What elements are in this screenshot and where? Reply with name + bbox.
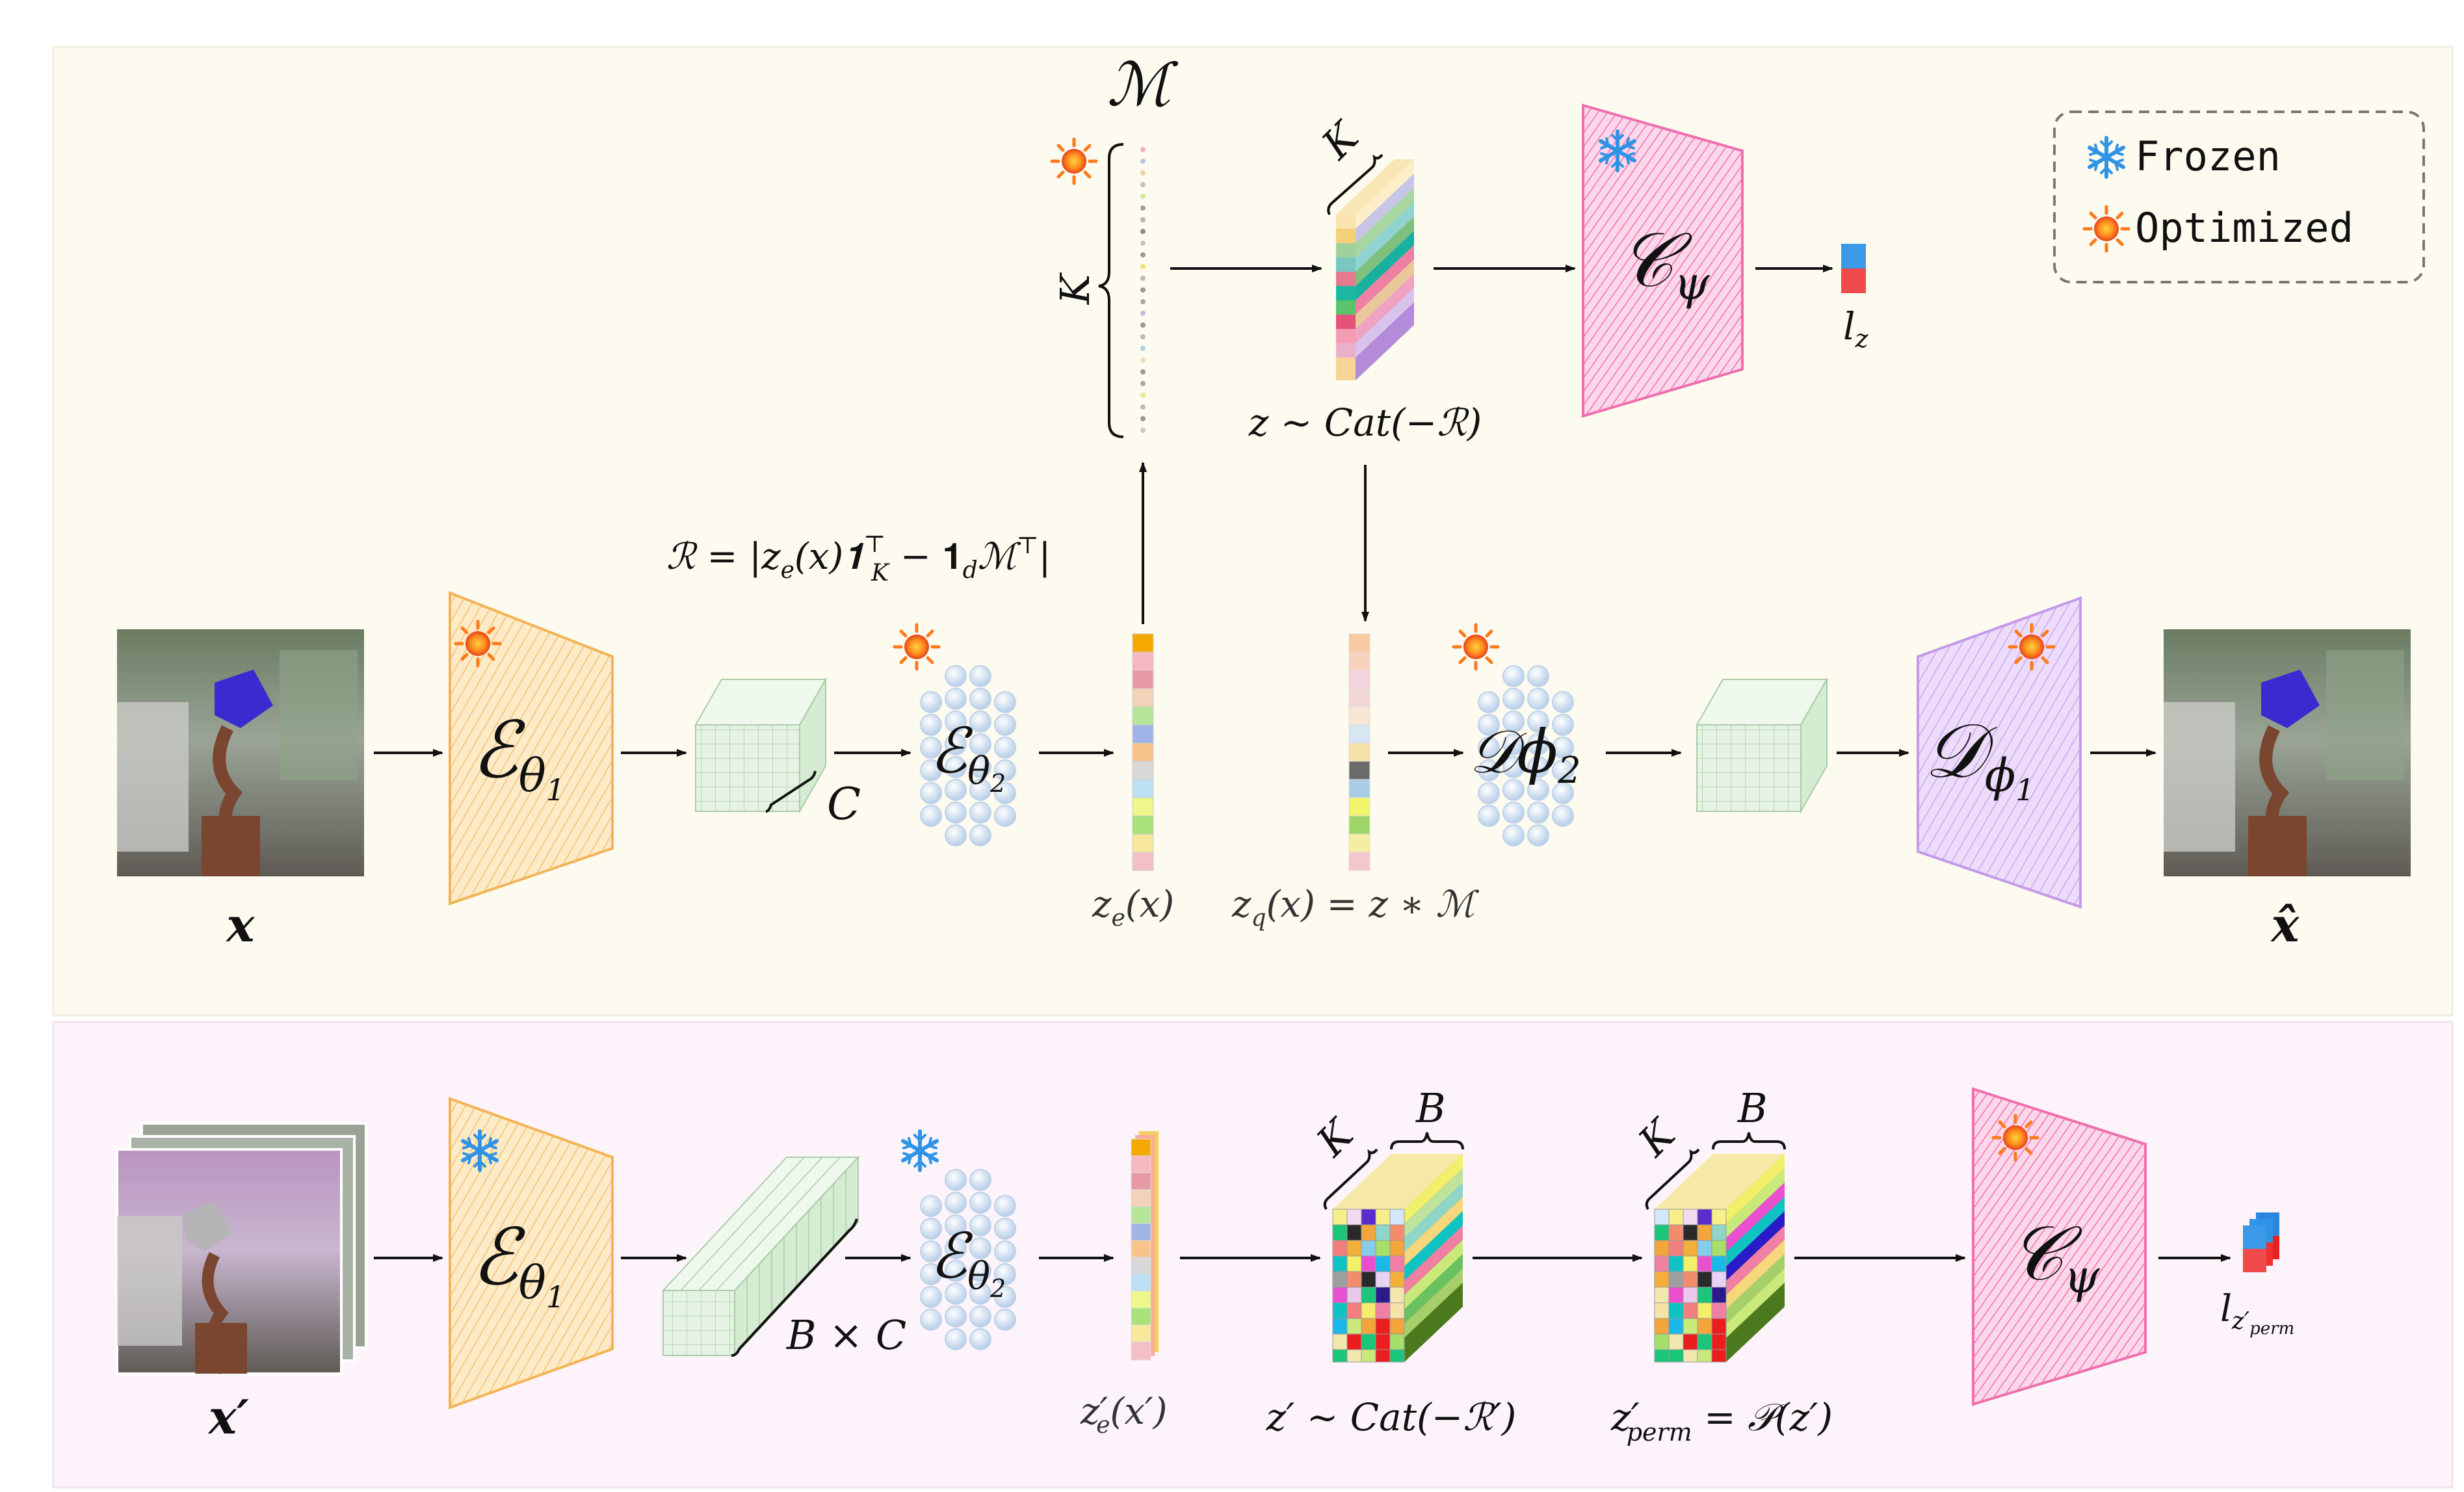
input-label: x bbox=[226, 897, 256, 952]
zq-vector bbox=[1348, 633, 1370, 871]
latent-channel-label: C bbox=[827, 779, 861, 830]
classifier-top-block bbox=[1582, 103, 1744, 418]
input-image bbox=[117, 629, 364, 876]
top-panel bbox=[52, 46, 2454, 1017]
codebook-entries bbox=[1140, 147, 1146, 433]
encoder2-label: ℰθ2 bbox=[930, 714, 1006, 798]
decoder1-label: 𝒟ϕ1 bbox=[1924, 707, 2035, 807]
ze-prime-vector bbox=[1131, 1131, 1159, 1361]
legend: Frozen Optimized bbox=[2053, 111, 2425, 283]
output-image bbox=[2164, 629, 2411, 876]
decoder2-label: 𝒟ϕ2 bbox=[1469, 717, 1581, 792]
classifier-bottom-block bbox=[1972, 1087, 2147, 1406]
encoder1-label: ℰθ1 bbox=[471, 705, 565, 807]
classifier-top-label: 𝒞ψ bbox=[1619, 216, 1710, 310]
decoder1-sun-icon bbox=[2010, 625, 2054, 669]
encoder2-network-bottom bbox=[920, 1169, 1016, 1350]
latent-cube bbox=[694, 677, 827, 814]
perm-stack bbox=[1645, 1132, 1786, 1363]
latent-block-bottom bbox=[661, 1155, 860, 1357]
encoder1-block bbox=[449, 591, 614, 906]
logit-top bbox=[1841, 244, 1866, 293]
legend-frozen-label: Frozen bbox=[2135, 133, 2281, 180]
decoder1-block bbox=[1917, 596, 2082, 909]
encoder1-block-bottom bbox=[449, 1097, 614, 1409]
decoder-latent-cube bbox=[1696, 677, 1828, 814]
ze-prime-label: z′e(x′) bbox=[1080, 1391, 1168, 1439]
codebook-dim-label: K bbox=[1051, 272, 1099, 305]
encoder2-bottom-label: ℰθ2 bbox=[930, 1220, 1006, 1303]
sample-stack bbox=[1327, 153, 1414, 380]
encoder2-network bbox=[920, 665, 1016, 846]
perm-label: z′perm = 𝒫(z′) bbox=[1610, 1395, 1833, 1446]
encoder2-sun-icon bbox=[895, 625, 939, 669]
sample-label-bottom: z′ ∼ Cat(−ℛ′) bbox=[1266, 1395, 1517, 1439]
decoder2-sun-icon bbox=[1454, 625, 1498, 669]
ze-vector bbox=[1132, 633, 1154, 871]
codebook-brace bbox=[1098, 143, 1124, 438]
sun-icon bbox=[2084, 207, 2129, 251]
codebook-label: ℳ bbox=[1107, 50, 1179, 120]
zq-label: zq(x) = z ∗ ℳ bbox=[1231, 883, 1480, 932]
decoder2-network bbox=[1478, 665, 1574, 846]
output-label: x̂ bbox=[2270, 897, 2300, 952]
input-image-stack bbox=[116, 1122, 367, 1375]
logit-bottom bbox=[2243, 1212, 2279, 1272]
classifier-bottom-sun-icon bbox=[1993, 1116, 2038, 1160]
codebook-sun-icon bbox=[1052, 139, 1096, 183]
encoder1-sun-icon bbox=[456, 622, 500, 666]
legend-optimized-label: Optimized bbox=[2135, 204, 2353, 252]
logit-top-label: lz bbox=[1843, 304, 1869, 353]
distance-formula: ℛ = |ze(x)𝟏⊤K − 𝟏dℳ⊤| bbox=[666, 531, 1051, 586]
stack2-b-label: B bbox=[1737, 1084, 1768, 1132]
encoder1-bottom-label: ℰθ1 bbox=[471, 1212, 565, 1315]
sample-stack-bottom bbox=[1323, 1132, 1464, 1363]
ze-label: ze(x) bbox=[1092, 883, 1174, 932]
input-label-bottom: x′ bbox=[207, 1389, 249, 1445]
latent-bottom-label: B × C bbox=[786, 1311, 906, 1359]
sample-label: z ∼ Cat(−ℛ) bbox=[1248, 400, 1482, 445]
stack1-b-label: B bbox=[1415, 1084, 1446, 1132]
logit-bottom-label: lz′perm bbox=[2220, 1288, 2294, 1339]
